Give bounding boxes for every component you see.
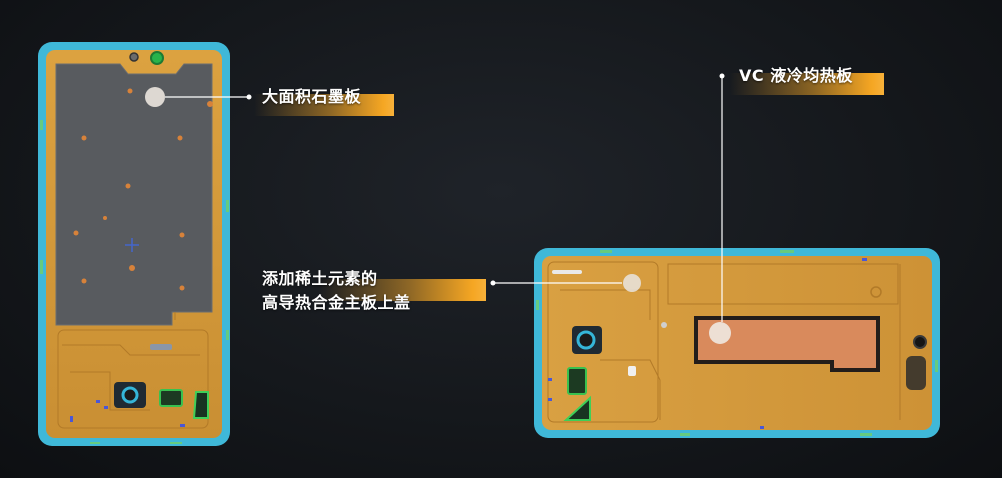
- connector-left: [150, 344, 172, 350]
- board-traces-right: [547, 261, 901, 423]
- label-alloy-line2: 高导热合金主板上盖: [262, 293, 411, 312]
- small-components-right: [548, 258, 867, 429]
- green-chip-right-2: [563, 395, 591, 421]
- graphite-point: [145, 87, 165, 107]
- graphite-dots: [73, 88, 213, 291]
- phone-horizontal: [534, 248, 940, 438]
- endpoint-graphite: [246, 94, 252, 100]
- leader-lines: [165, 78, 723, 322]
- white-component-right: [628, 366, 636, 376]
- label-alloy-line1: 添加稀土元素的: [262, 269, 378, 288]
- board-traces-left: [57, 312, 209, 429]
- vc-chamber: [698, 320, 876, 368]
- center-cross: [125, 238, 139, 252]
- leader-endpoints: [246, 73, 725, 286]
- small-components-left: [70, 400, 185, 427]
- speaker-slot-right: [552, 270, 582, 274]
- vc-point: [709, 322, 731, 344]
- tag-bar-graphite: [254, 94, 394, 116]
- camera-ring-right: [576, 330, 596, 350]
- sensor-left: [129, 52, 139, 62]
- front-camera-right: [913, 335, 927, 349]
- label-graphite-sheet: 大面积石墨板: [262, 87, 362, 106]
- green-chip-left: [159, 389, 183, 407]
- endpoint-alloy: [490, 280, 496, 286]
- tag-bar-vc: [730, 73, 884, 95]
- sensor-cluster-right: [906, 356, 926, 390]
- round-mark-right: [870, 286, 882, 298]
- front-camera-left: [150, 51, 164, 65]
- graphite-sheet: [55, 63, 213, 326]
- green-chip-right: [567, 367, 587, 395]
- tag-bar-alloy: [318, 279, 486, 301]
- screw-right: [661, 322, 667, 328]
- green-chip-left-2: [192, 391, 209, 419]
- alloy-point: [623, 274, 641, 292]
- camera-ring-left: [121, 386, 139, 404]
- label-vc-chamber: VC 液冷均热板: [739, 66, 853, 85]
- endpoint-vc: [719, 73, 725, 79]
- frame-flecks-right: [536, 250, 938, 436]
- frame-flecks-left: [40, 120, 229, 444]
- phone-vertical: [38, 42, 230, 446]
